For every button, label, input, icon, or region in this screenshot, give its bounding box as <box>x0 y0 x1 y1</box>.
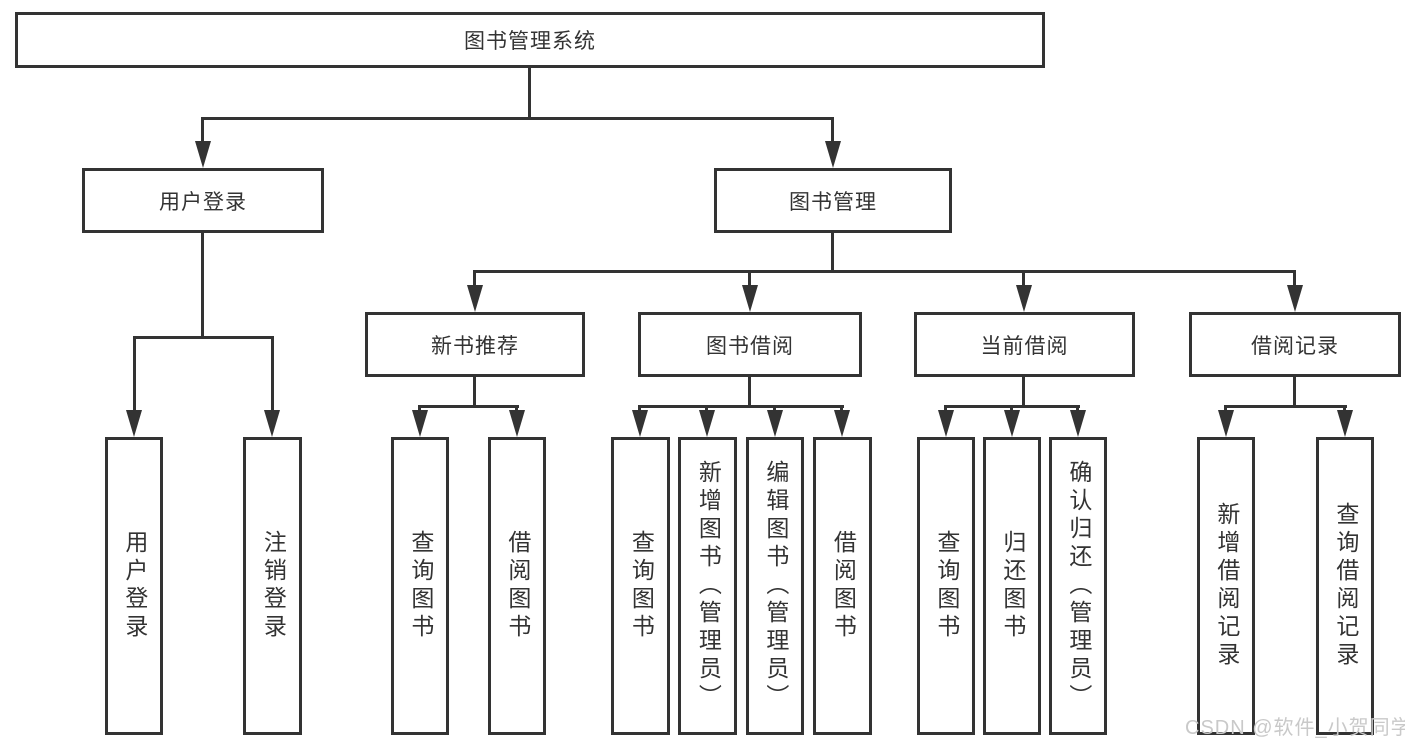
node-borrowing-records: 借阅记录 <box>1189 312 1401 377</box>
arrow-down-icon <box>1070 410 1086 437</box>
leaf-query-books-recommend-label: 查询图书 <box>407 530 434 642</box>
connector-l3-drop <box>473 270 476 288</box>
arrow-down-icon <box>509 410 525 437</box>
arrow-down-icon <box>1218 410 1234 437</box>
leaf-confirm-return-admin: 确认归还（管理员） <box>1049 437 1107 735</box>
leaf-query-borrow-record-label: 查询借阅记录 <box>1332 502 1359 670</box>
node-borrowing-records-label: 借阅记录 <box>1251 334 1339 358</box>
connector-leaf-drop <box>271 336 274 412</box>
leaf-query-books-borrowing: 查询图书 <box>611 437 670 735</box>
leaf-return-books: 归还图书 <box>983 437 1041 735</box>
node-book-management-label: 图书管理 <box>789 190 877 214</box>
node-library-system-label: 图书管理系统 <box>464 30 596 53</box>
leaf-logout-label: 注销登录 <box>260 530 287 642</box>
leaf-query-books-borrowing-label: 查询图书 <box>628 530 655 642</box>
connector-borrowing-stem <box>748 377 751 408</box>
leaf-borrow-books-label: 借阅图书 <box>830 530 857 642</box>
node-user-login-label: 用户登录 <box>159 190 247 214</box>
connector-leaf-drop <box>133 336 136 412</box>
connector-level2-bus <box>201 117 834 120</box>
node-user-login: 用户登录 <box>82 168 324 233</box>
arrow-down-icon <box>767 410 783 437</box>
node-book-borrowing: 图书借阅 <box>638 312 862 377</box>
leaf-borrow-books-recommend-label: 借阅图书 <box>504 530 531 642</box>
arrow-down-icon <box>412 410 428 437</box>
node-library-system: 图书管理系统 <box>15 12 1045 68</box>
leaf-logout: 注销登录 <box>243 437 302 735</box>
arrow-down-icon <box>834 410 850 437</box>
leaf-borrow-books: 借阅图书 <box>813 437 872 735</box>
arrow-down-icon <box>825 141 841 168</box>
node-current-borrowing-label: 当前借阅 <box>980 334 1069 358</box>
connector-records-stem <box>1293 377 1296 408</box>
connector-l3-drop <box>1022 270 1025 288</box>
arrow-down-icon <box>1337 410 1353 437</box>
leaf-edit-books-admin-label: 编辑图书（管理员） <box>762 460 789 712</box>
leaf-return-books-label: 归还图书 <box>999 530 1026 642</box>
connector-records-bus <box>1225 405 1347 408</box>
node-book-borrowing-label: 图书借阅 <box>706 334 794 358</box>
arrow-down-icon <box>742 285 758 312</box>
arrow-down-icon <box>1016 285 1032 312</box>
leaf-user-login: 用户登录 <box>105 437 163 735</box>
leaf-query-books-recommend: 查询图书 <box>391 437 449 735</box>
arrow-down-icon <box>938 410 954 437</box>
connector-book-mgmt-stem <box>831 233 834 273</box>
connector-root-stem <box>528 68 531 120</box>
leaf-query-books-current: 查询图书 <box>917 437 975 735</box>
leaf-query-books-current-label: 查询图书 <box>933 530 960 642</box>
leaf-query-borrow-record: 查询借阅记录 <box>1316 437 1374 735</box>
arrow-down-icon <box>126 410 142 437</box>
connector-current-stem <box>1022 377 1025 408</box>
leaf-add-books-admin: 新增图书（管理员） <box>678 437 737 735</box>
connector-recommend-stem <box>473 377 476 408</box>
leaf-add-borrow-record-label: 新增借阅记录 <box>1213 502 1240 670</box>
leaf-edit-books-admin: 编辑图书（管理员） <box>746 437 804 735</box>
csdn-watermark: CSDN @软件_小贺同学 <box>1185 717 1405 739</box>
connector-recommend-bus <box>419 405 519 408</box>
connector-l3-drop <box>748 270 751 288</box>
leaf-borrow-books-recommend: 借阅图书 <box>488 437 546 735</box>
connector-level3-bus <box>473 270 1296 273</box>
connector-user-login-drop <box>201 117 204 145</box>
leaf-confirm-return-admin-label: 确认归还（管理员） <box>1065 460 1092 712</box>
node-new-book-recommend-label: 新书推荐 <box>431 334 519 358</box>
node-new-book-recommend: 新书推荐 <box>365 312 585 377</box>
connector-user-login-stem <box>201 233 204 339</box>
node-current-borrowing: 当前借阅 <box>914 312 1135 377</box>
leaf-add-books-admin-label: 新增图书（管理员） <box>695 460 722 712</box>
connector-user-login-bus <box>133 336 274 339</box>
arrow-down-icon <box>195 141 211 168</box>
arrow-down-icon <box>632 410 648 437</box>
leaf-user-login-label: 用户登录 <box>121 530 148 642</box>
arrow-down-icon <box>699 410 715 437</box>
arrow-down-icon <box>1287 285 1303 312</box>
node-book-management: 图书管理 <box>714 168 952 233</box>
leaf-add-borrow-record: 新增借阅记录 <box>1197 437 1255 735</box>
connector-borrowing-bus <box>639 405 844 408</box>
arrow-down-icon <box>264 410 280 437</box>
arrow-down-icon <box>1004 410 1020 437</box>
arrow-down-icon <box>467 285 483 312</box>
connector-l3-drop <box>1293 270 1296 288</box>
connector-book-mgmt-drop <box>831 117 834 145</box>
